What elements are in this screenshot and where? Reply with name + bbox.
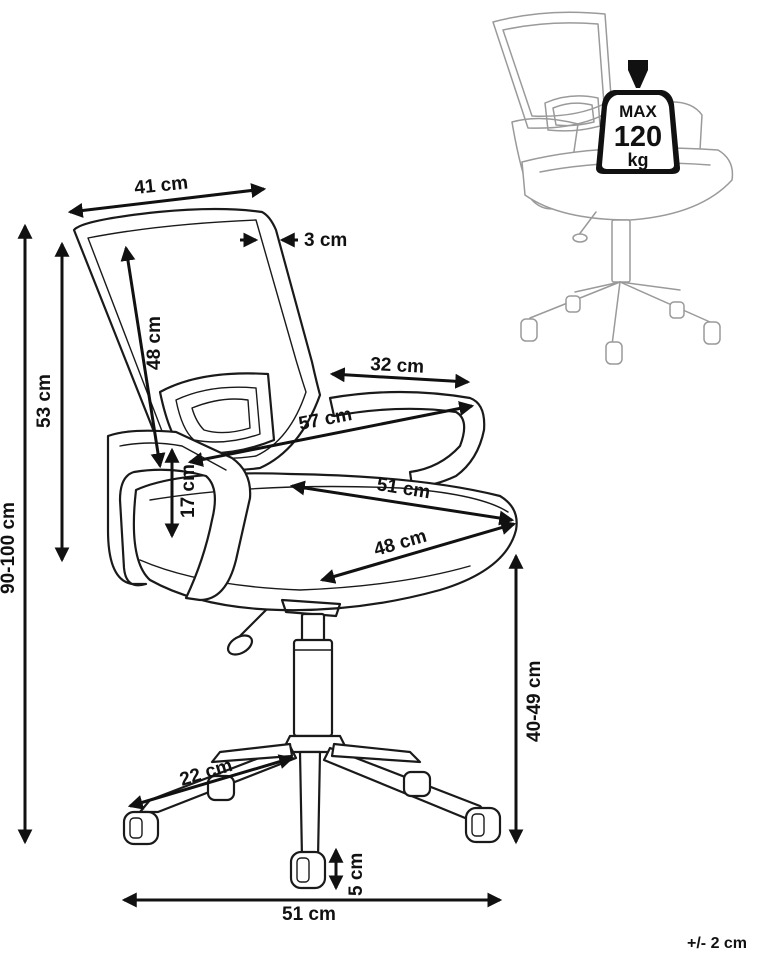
dimension-labels: 41 cm 3 cm 48 cm 53 cm 90-100 cm 32 cm 5…: [0, 172, 747, 952]
overall-height-label: 90-100 cm: [0, 502, 19, 594]
backrest-height-label: 48 cm: [144, 316, 165, 370]
max-load-label: MAX: [619, 102, 657, 121]
caster-height-label: 5 cm: [346, 853, 367, 896]
armrest-length-label: 32 cm: [370, 354, 425, 378]
base-width-label: 51 cm: [282, 904, 336, 925]
backrest-width-label: 41 cm: [133, 172, 189, 199]
armrest-height-label: 17 cm: [178, 464, 199, 518]
max-load-unit: kg: [627, 150, 648, 170]
tolerance-note: +/- 2 cm: [687, 935, 747, 952]
office-chair-illustration: [72, 207, 518, 890]
seat-height-label: 40-49 cm: [524, 661, 545, 742]
max-load-weight-icon: MAX 120 kg: [596, 60, 680, 174]
backrest-thickness-label: 3 cm: [304, 230, 347, 251]
max-load-value: 120: [614, 121, 662, 153]
dimension-lines: [17, 183, 524, 908]
backrest-total-height-label: 53 cm: [34, 374, 55, 428]
reference-chair-illustration: [492, 11, 734, 365]
caster-wheels: [122, 770, 502, 890]
